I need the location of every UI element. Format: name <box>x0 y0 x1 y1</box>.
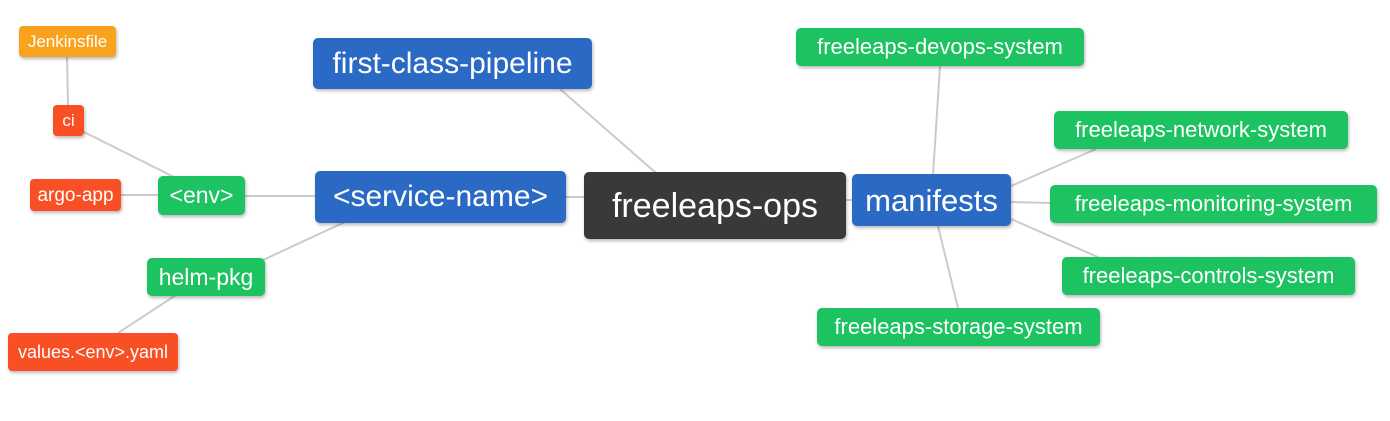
node-env[interactable]: <env> <box>158 176 245 215</box>
node-freeleaps-ops-root[interactable]: freeleaps-ops <box>584 172 846 239</box>
edge-manifests-monitoring <box>1010 201 1051 204</box>
edge-jenkinsfile-ci <box>66 56 69 106</box>
edge-values-yaml-helm-pkg <box>117 294 177 334</box>
node-argo-app[interactable]: argo-app <box>30 179 121 211</box>
node-monitoring-system[interactable]: freeleaps-monitoring-system <box>1050 185 1377 223</box>
edge-manifests-devops <box>932 65 941 176</box>
node-first-class-pipeline[interactable]: first-class-pipeline <box>313 38 592 89</box>
node-jenkinsfile[interactable]: Jenkinsfile <box>19 26 116 57</box>
node-devops-system[interactable]: freeleaps-devops-system <box>796 28 1084 66</box>
edge-ci-env <box>83 131 177 179</box>
edge-pipeline-ops <box>559 88 657 174</box>
node-service-name[interactable]: <service-name> <box>315 171 566 223</box>
edge-manifests-storage <box>937 225 959 309</box>
edge-helm-pkg-service-name <box>262 221 346 261</box>
node-values-env-yaml[interactable]: values.<env>.yaml <box>8 333 178 371</box>
node-controls-system[interactable]: freeleaps-controls-system <box>1062 257 1355 295</box>
edge-manifests-network <box>1010 148 1097 187</box>
edge-manifests-controls <box>1010 218 1101 259</box>
node-manifests[interactable]: manifests <box>852 174 1011 226</box>
node-network-system[interactable]: freeleaps-network-system <box>1054 111 1348 149</box>
node-ci[interactable]: ci <box>53 105 84 136</box>
node-storage-system[interactable]: freeleaps-storage-system <box>817 308 1100 346</box>
node-helm-pkg[interactable]: helm-pkg <box>147 258 265 296</box>
